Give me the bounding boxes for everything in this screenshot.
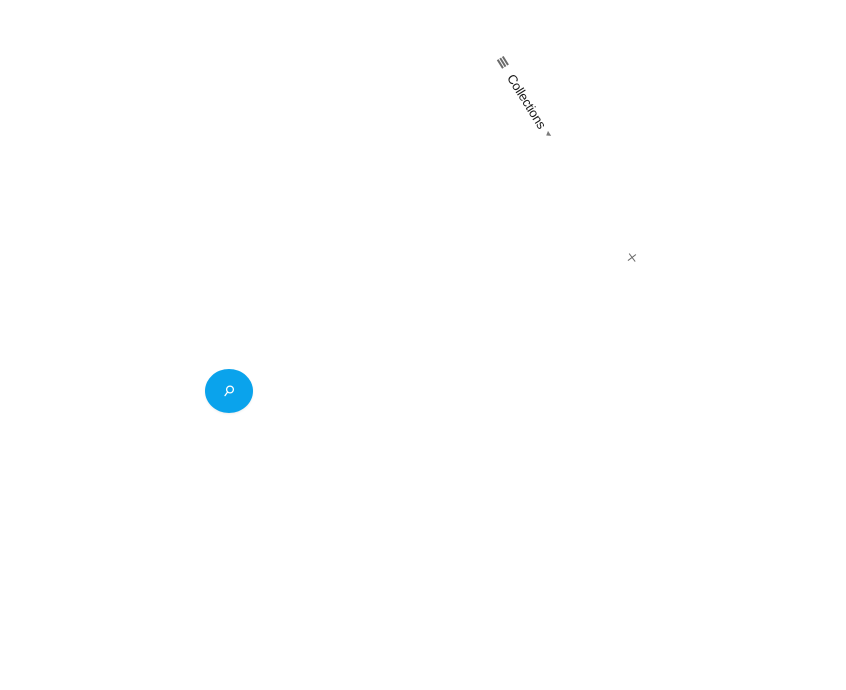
collections-title[interactable]: Collections bbox=[504, 71, 550, 132]
search-icon bbox=[224, 385, 235, 397]
collections-toolbar: Collections bbox=[492, 53, 573, 165]
close-icon[interactable] bbox=[625, 251, 639, 265]
hamburger-menu-icon[interactable] bbox=[497, 55, 509, 69]
search-button[interactable] bbox=[205, 369, 253, 413]
caret-down-icon[interactable] bbox=[544, 131, 552, 139]
